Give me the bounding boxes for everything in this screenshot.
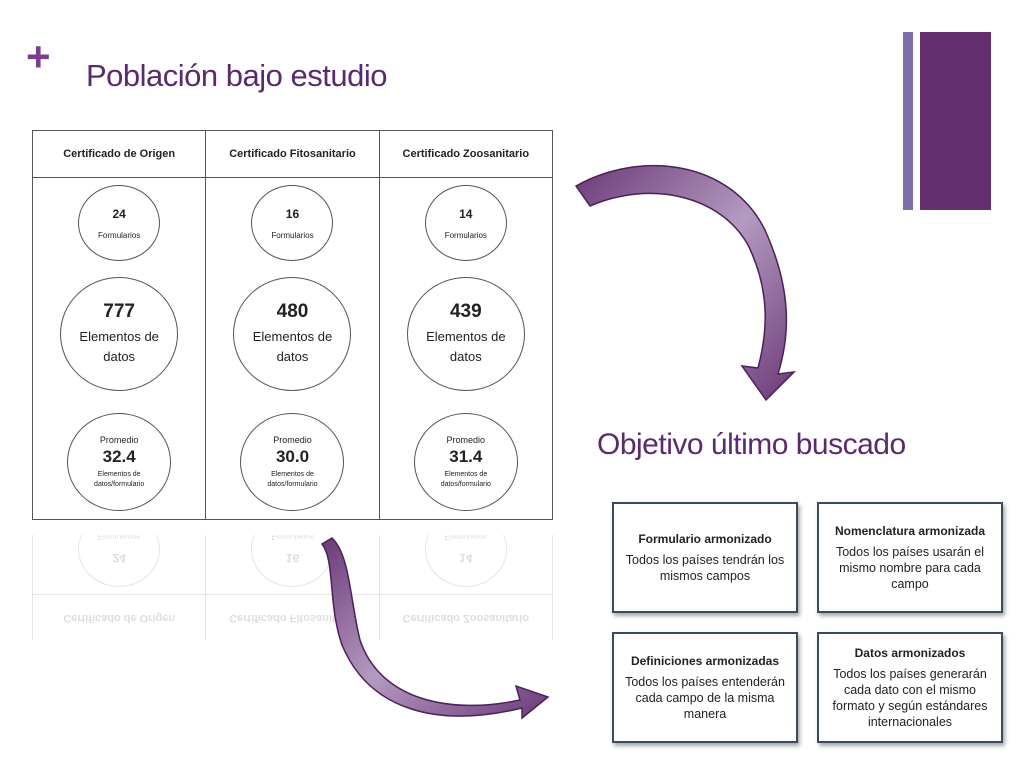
average-label: Promedio [446,434,486,445]
elements-count: 439 [449,301,482,322]
average-unit: Elementos de datos/formulario [267,470,318,488]
average-value: 32.4 [102,446,136,466]
average-value: 31.4 [449,446,483,466]
elements-circle: 480 Elementos de datos [233,277,352,391]
card-title: Formulario armonizado [638,531,772,546]
forms-circle: 16 Formularios [251,185,334,261]
average-label: Promedio [273,434,312,445]
elements-label: Elementos de datos [252,329,333,364]
elements-circle: 777 Elementos de datos [60,277,179,391]
average-label: Promedio [99,434,139,445]
elements-label: Elementos de datos [426,329,506,364]
study-population-table: Certificado de Origen 24 Formularios 777… [32,130,553,520]
card-title: Nomenclatura armonizada [834,523,986,538]
curved-arrow-down-icon [320,537,550,720]
elements-label: Elementos de datos [79,329,159,364]
forms-label: Formularios [444,230,487,240]
page-title: Población bajo estudio [86,58,387,93]
card-body: Todos los países usarán el mismo nombre … [835,544,984,591]
card-body: Todos los países generarán cada dato con… [832,666,988,729]
table-column: Certificado Fitosanitario 16 Formularios… [206,131,380,519]
average-circle: Promedio 30.0 Elementos de datos/formula… [240,413,345,511]
forms-label: Formularios [98,230,141,240]
goal-card-harmonized-nomenclature: Nomenclatura armonizada Todos los países… [817,502,1003,613]
average-unit: Elementos de datos/formulario [440,470,491,488]
forms-count: 16 [285,206,300,221]
elements-count: 480 [276,301,309,322]
decorative-bar-thin [903,32,913,210]
objective-title: Objetivo último buscado [597,428,906,461]
plus-icon: + [26,33,51,80]
card-title: Datos armonizados [854,645,966,660]
elements-count: 777 [103,301,135,322]
column-header: Certificado Zoosanitario [379,131,552,178]
goal-card-harmonized-data: Datos armonizados Todos los países gener… [817,632,1003,743]
forms-circle: 14 Formularios [424,185,507,261]
column-header: Certificado de Origen [33,131,206,178]
goal-card-harmonized-form: Formulario armonizado Todos los países t… [612,502,798,613]
curved-arrow-right-icon [574,164,797,402]
forms-label: Formularios [271,230,314,240]
card-title: Definiciones armonizadas [630,653,780,668]
average-value: 30.0 [275,446,310,466]
elements-circle: 439 Elementos de datos [406,277,525,391]
forms-circle: 24 Formularios [78,185,161,261]
goal-card-harmonized-definitions: Definiciones armonizadas Todos los paíse… [612,632,798,743]
column-header: Certificado Fitosanitario [206,131,379,178]
forms-count: 14 [459,206,473,221]
average-unit: Elementos de datos/formulario [94,470,145,488]
card-body: Todos los países tendrán los mismos camp… [625,552,785,583]
table-column: Certificado de Origen 24 Formularios 777… [33,131,207,519]
decorative-bar-thick [920,32,991,210]
card-body: Todos los países entenderán cada campo d… [625,674,785,721]
forms-count: 24 [112,206,126,221]
table-column: Certificado Zoosanitario 14 Formularios … [379,131,552,519]
average-circle: Promedio 32.4 Elementos de datos/formula… [67,413,172,511]
average-circle: Promedio 31.4 Elementos de datos/formula… [413,413,518,511]
